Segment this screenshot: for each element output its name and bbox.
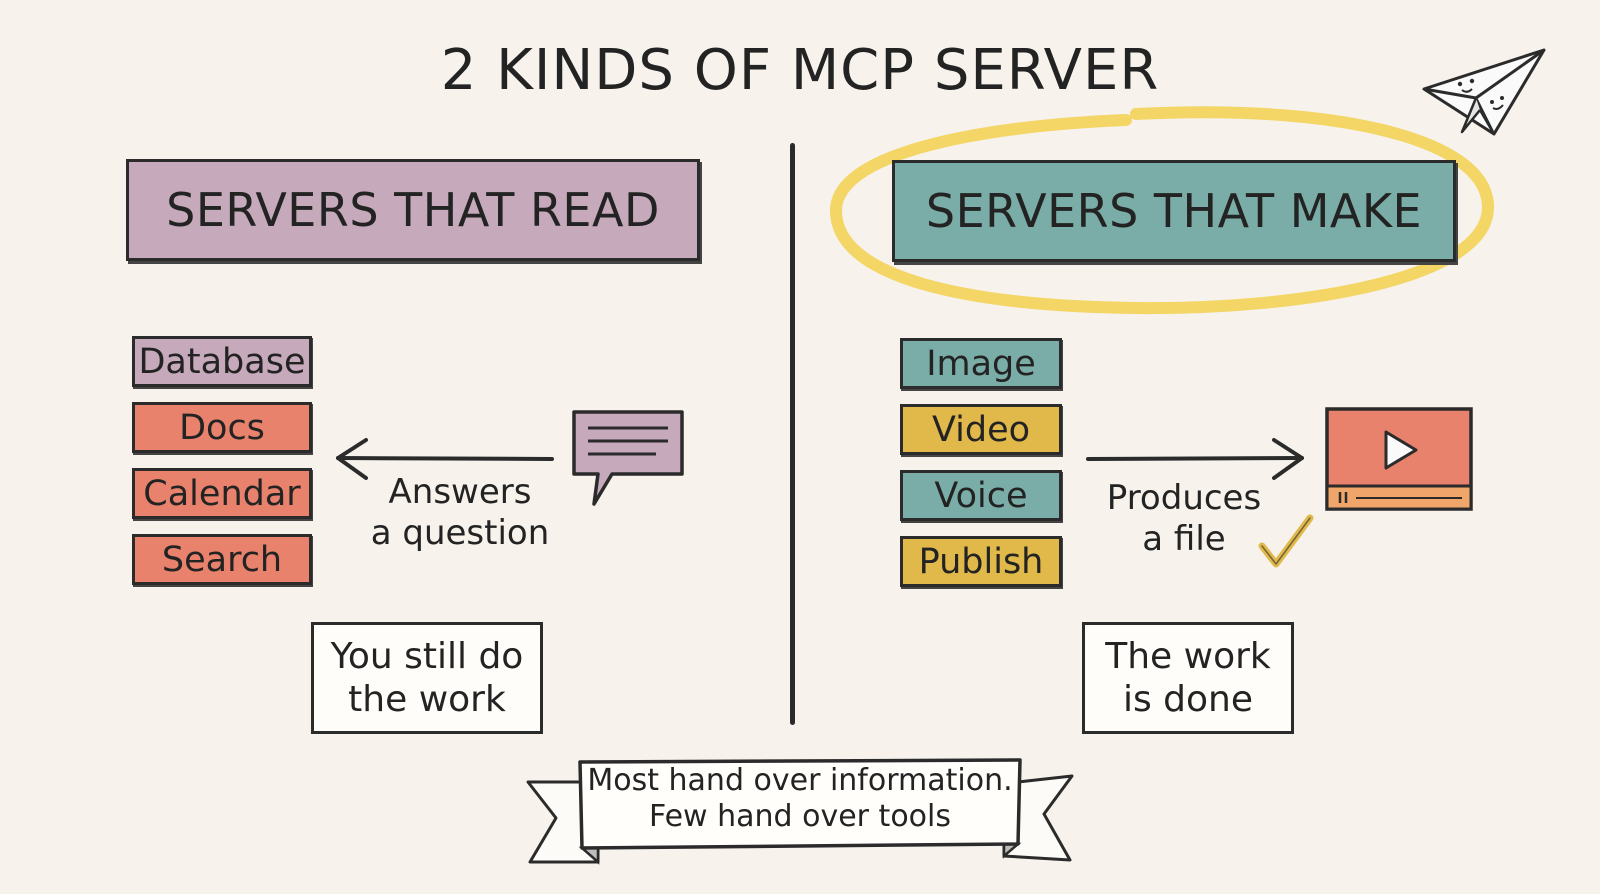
note-the-work-is-done: The work is done xyxy=(1082,622,1294,734)
note-line: The work xyxy=(1105,636,1271,677)
caption-line: Produces xyxy=(1106,478,1262,518)
caption-line: Answers xyxy=(388,472,532,512)
item-label: Search xyxy=(161,539,283,580)
caption-produces-a-file: Produces a file xyxy=(1086,478,1282,560)
item-docs: Docs xyxy=(132,402,312,453)
caption-line: a file xyxy=(1142,519,1226,559)
highlight-circle xyxy=(829,106,1495,315)
header-label: SERVERS THAT MAKE xyxy=(925,184,1423,238)
caption-answers-a-question: Answers a question xyxy=(360,472,560,554)
header-servers-that-read: SERVERS THAT READ xyxy=(126,159,700,261)
item-label: Video xyxy=(931,409,1031,450)
item-database: Database xyxy=(132,336,312,387)
header-label: SERVERS THAT READ xyxy=(166,183,660,237)
header-servers-that-make: SERVERS THAT MAKE xyxy=(892,160,1456,262)
caption-line: a question xyxy=(370,513,550,553)
paper-plane-icon xyxy=(1422,48,1546,136)
item-label: Calendar xyxy=(143,473,301,514)
note-line: You still do xyxy=(330,636,524,677)
video-player-icon xyxy=(1325,407,1473,511)
item-voice: Voice xyxy=(900,470,1062,521)
item-label: Voice xyxy=(934,475,1028,516)
page-title: 2 KINDS OF MCP SERVER xyxy=(440,38,1160,103)
checkmark-icon xyxy=(1258,514,1314,568)
banner-ribbon xyxy=(526,758,1074,865)
item-label: Image xyxy=(926,343,1036,384)
note-you-still-do-the-work: You still do the work xyxy=(311,622,543,734)
note-line: the work xyxy=(348,679,506,720)
item-image: Image xyxy=(900,338,1062,389)
banner-line: Few hand over tools xyxy=(648,799,951,834)
item-label: Docs xyxy=(179,407,265,448)
arrow-right-icon xyxy=(1086,438,1304,480)
arrow-left-icon xyxy=(336,438,554,480)
center-divider xyxy=(790,143,795,725)
item-calendar: Calendar xyxy=(132,468,312,519)
note-line: is done xyxy=(1122,679,1254,720)
item-label: Database xyxy=(138,341,306,382)
item-video: Video xyxy=(900,404,1062,455)
item-search: Search xyxy=(132,534,312,585)
speech-bubble-icon xyxy=(572,410,684,506)
item-publish: Publish xyxy=(900,536,1062,587)
item-label: Publish xyxy=(918,541,1044,582)
banner-line: Most hand over information. xyxy=(587,763,1013,798)
banner-text: Most hand over information. Few hand ove… xyxy=(580,763,1020,835)
